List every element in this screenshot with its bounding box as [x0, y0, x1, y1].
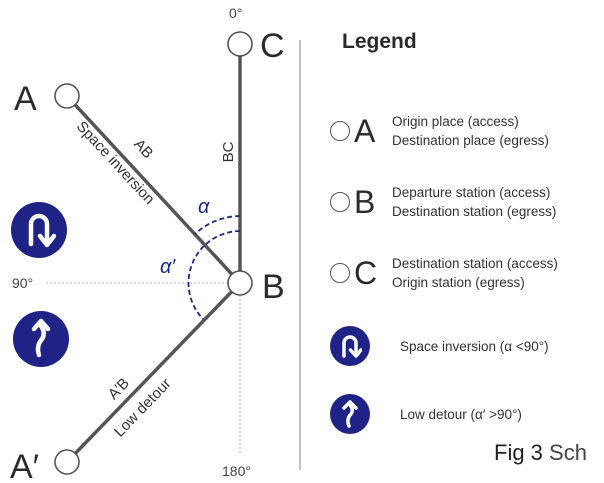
node-a-prime — [54, 449, 80, 475]
legend-line-1: Destination station (access) — [392, 256, 558, 271]
figure-caption-text: Sch — [549, 440, 587, 465]
legend-circle-icon — [330, 263, 350, 283]
legend-line-2: Destination station (egress) — [392, 204, 557, 219]
alpha-label: α — [198, 196, 210, 218]
legend-line-1: Origin place (access) — [392, 114, 519, 129]
legend-badge-label: Space inversion (α <90°) — [400, 338, 549, 354]
legend-item-c: C Destination station (access) Origin st… — [330, 254, 558, 292]
degree-bottom-label: 180° — [222, 463, 251, 479]
segment-a-prime-b — [65, 281, 242, 464]
legend-badge-label: Low detour (α′ >90°) — [400, 406, 522, 422]
figure-number: Fig 3 — [494, 440, 543, 465]
legend-letter: B — [354, 184, 376, 220]
segment-bc-label: BC — [220, 141, 237, 162]
alpha-arc — [194, 215, 241, 235]
node-a-label: A — [14, 80, 37, 118]
legend-circle-icon — [330, 192, 350, 212]
segment-ab — [65, 94, 242, 285]
space-inversion-badge — [11, 202, 67, 258]
node-b — [227, 270, 253, 296]
degree-left-label: 90° — [12, 275, 33, 291]
legend-line-2: Destination place (egress) — [392, 133, 549, 148]
legend-description: Departure station (access) Destination s… — [392, 183, 556, 221]
legend-circle-icon — [330, 121, 350, 141]
segment-ab-label: AB — [130, 136, 156, 162]
u-turn-arrow-icon — [28, 213, 57, 248]
legend-description: Destination station (access) Origin stat… — [392, 254, 558, 292]
legend-item-b: B Departure station (access) Destination… — [330, 183, 556, 221]
low-detour-badge — [13, 311, 69, 367]
legend-letter: A — [354, 113, 376, 149]
space-inversion-label: Space inversion — [73, 118, 158, 208]
u-turn-arrow-icon — [342, 335, 362, 358]
node-b-label: B — [262, 268, 285, 306]
node-a — [54, 83, 80, 109]
figure-caption: Fig 3 Sch — [494, 440, 587, 466]
legend-title: Legend — [342, 30, 417, 53]
node-c-label: C — [260, 27, 285, 65]
winding-arrow-icon — [31, 318, 51, 358]
degree-top-label: 0° — [229, 5, 242, 21]
legend-badge-space-inversion — [330, 326, 370, 366]
alpha-prime-arc — [187, 230, 241, 320]
legend-line-2: Origin station (egress) — [392, 275, 525, 290]
legend-badge-low-detour — [330, 394, 370, 434]
node-c — [227, 31, 253, 57]
legend-item-low-detour: Low detour (α′ >90°) — [330, 394, 522, 434]
alpha-prime-label: α′ — [160, 256, 176, 278]
legend-line-1: Departure station (access) — [392, 185, 551, 200]
winding-arrow-icon — [342, 400, 358, 428]
legend-description: Origin place (access) Destination place … — [392, 112, 549, 150]
node-a-prime-label: A′ — [10, 448, 39, 483]
legend-item-a: A Origin place (access) Destination plac… — [330, 112, 549, 150]
legend-item-space-inversion: Space inversion (α <90°) — [330, 326, 549, 366]
legend-letter: C — [354, 255, 378, 291]
